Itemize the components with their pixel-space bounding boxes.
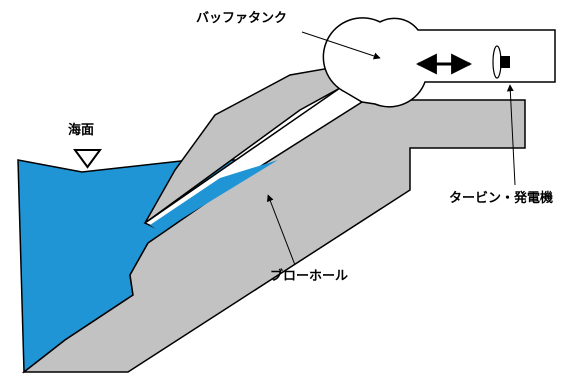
sea-surface-label: 海面 [68, 123, 95, 138]
lower-rock-slab [21, 99, 526, 373]
turbine-generator-label: タービン・発電機 [449, 191, 554, 206]
turbine-icon [492, 45, 510, 79]
down-triangle-icon [73, 149, 102, 169]
turbine-leader [506, 84, 516, 186]
blowhole-label: ブローホール [270, 269, 349, 284]
buffer-tank-leader [301, 31, 381, 60]
buffer-tank-duct [322, 17, 556, 108]
channel-water [150, 160, 278, 232]
buffer-tank-label: バッファタンク [196, 11, 288, 26]
blowhole-leader [267, 194, 296, 266]
